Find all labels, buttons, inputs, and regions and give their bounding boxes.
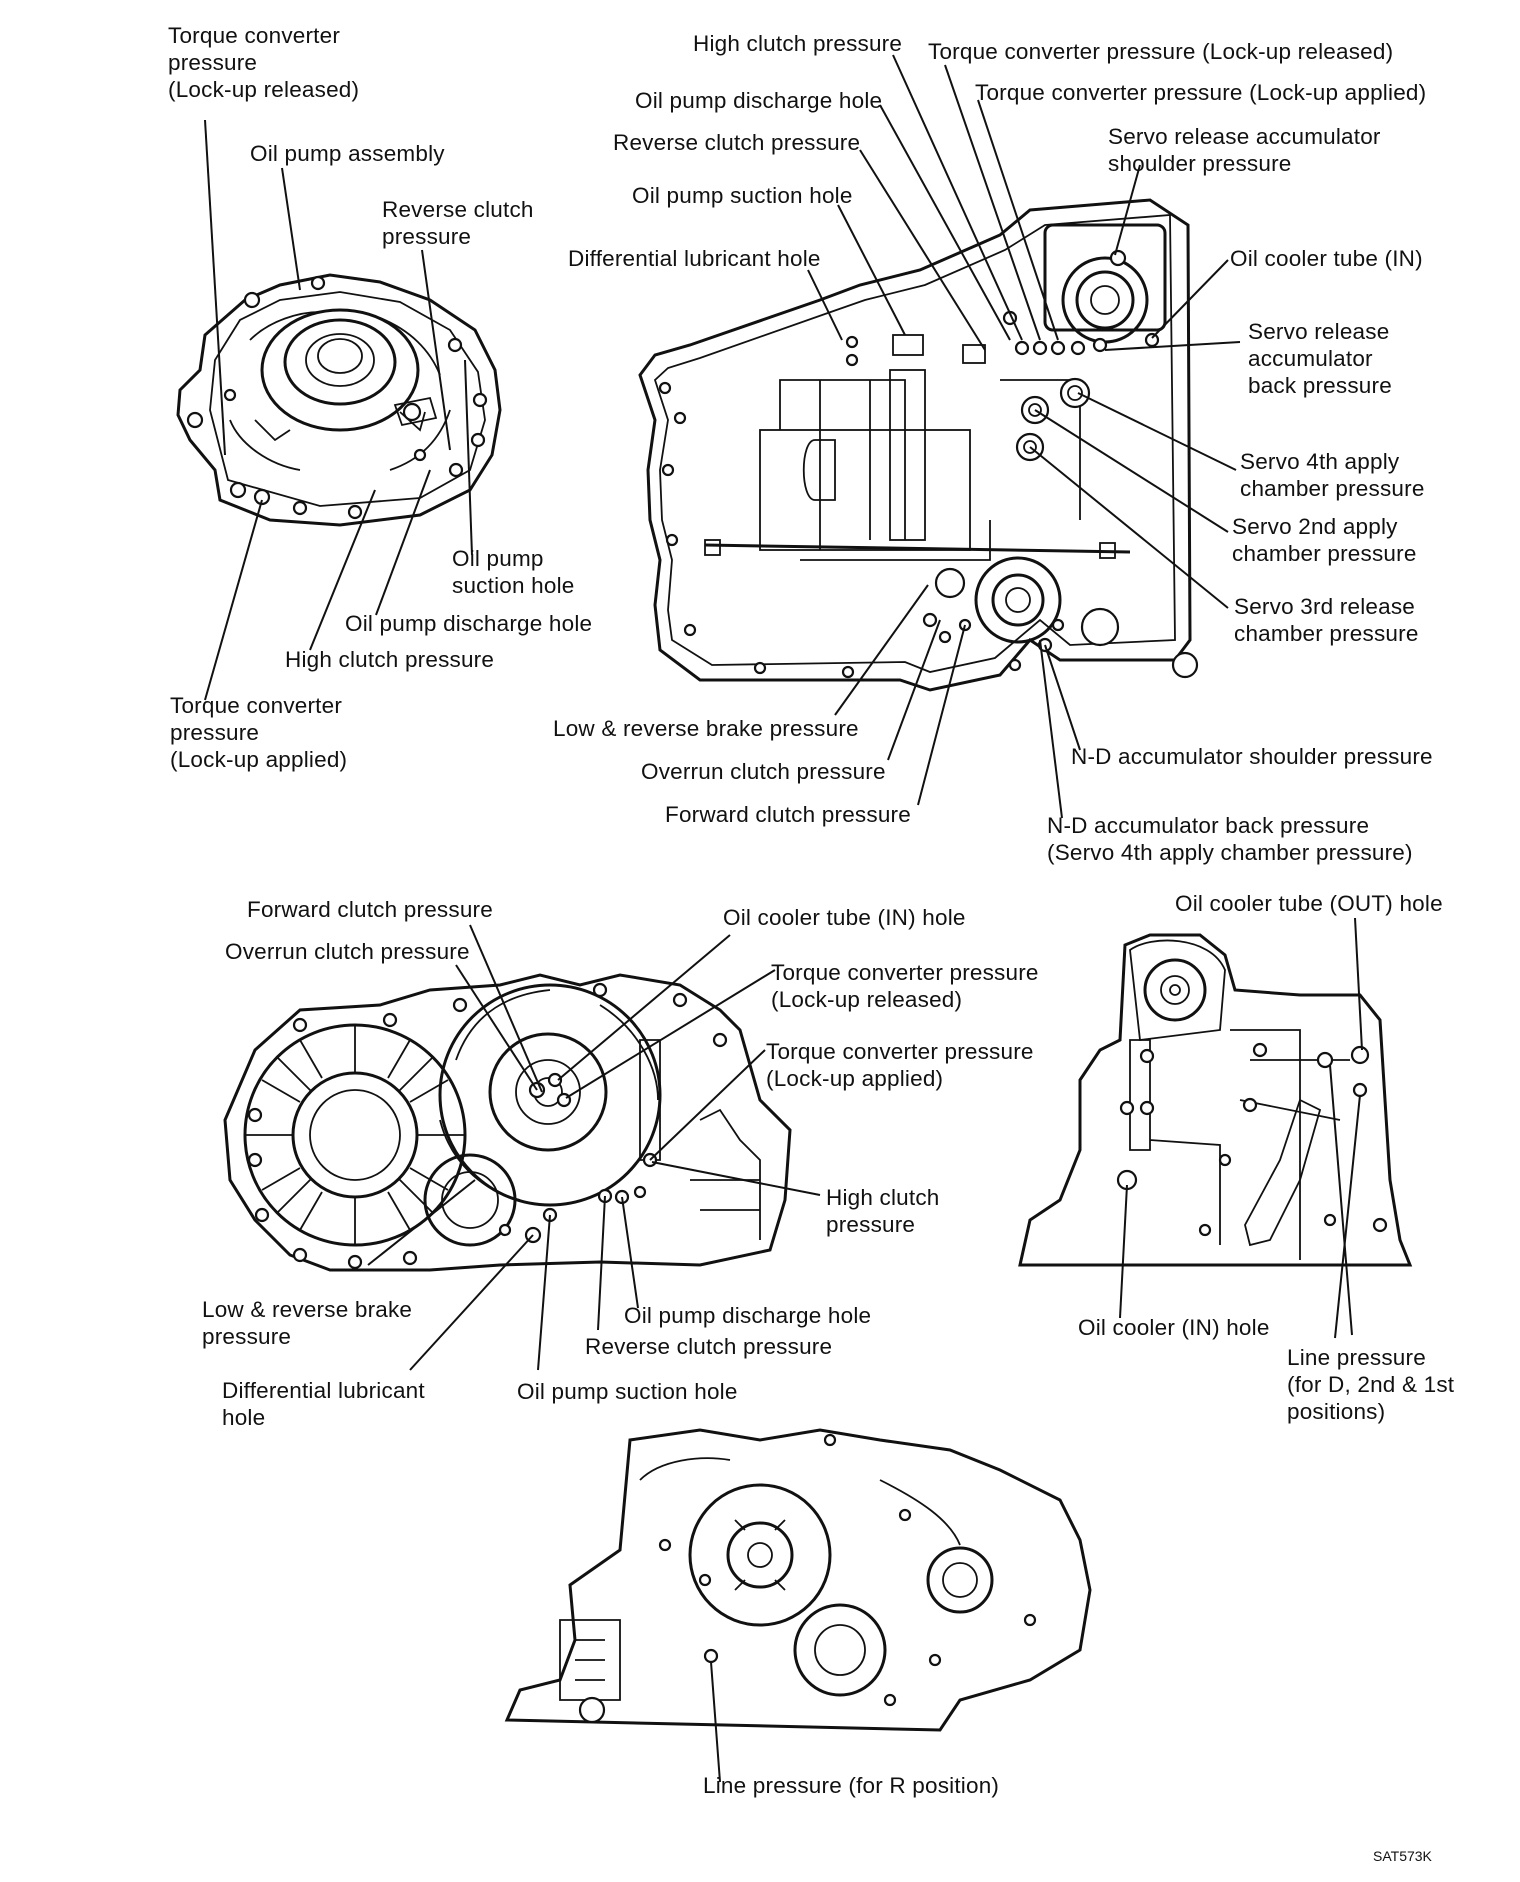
case-bottom-line-r-label: Line pressure (for R position) (703, 1773, 1000, 1798)
label-line: Differential lubricant (222, 1378, 425, 1403)
case-top-cooler-in-label: Oil cooler tube (IN) (1230, 246, 1423, 271)
case-front-suction-hole-label: Oil pump suction hole (517, 1379, 738, 1404)
label-line: Servo release accumulator (1108, 124, 1381, 149)
label-line: pressure (382, 224, 472, 249)
label-line: hole (222, 1405, 266, 1430)
label-line: Oil pump (452, 546, 544, 571)
label-line: chamber pressure (1240, 476, 1425, 501)
label-line: positions) (1287, 1399, 1386, 1424)
label-line: Line pressure (1287, 1345, 1426, 1370)
label-line: High clutch (826, 1185, 940, 1210)
label-line: (Lock-up released) (771, 987, 963, 1012)
figure-code: SAT573K (1373, 1848, 1432, 1864)
case-front-drawing (223, 973, 792, 1272)
case-front-high-clutch-label: High clutch pressure (826, 1184, 940, 1238)
pump-discharge-hole-label: Oil pump discharge hole (345, 611, 593, 636)
case-top-servo-4th-label: Servo 4th apply chamber pressure (1240, 448, 1425, 502)
case-top-nd-back-label: N-D accumulator back pressure (Servo 4th… (1047, 812, 1413, 866)
label-line: Torque converter pressure (771, 960, 1039, 985)
pump-oil-pump-assembly-label: Oil pump assembly (250, 141, 445, 166)
case-top-high-clutch-label: High clutch pressure (693, 31, 903, 56)
case-top-forward-label: Forward clutch pressure (665, 802, 911, 827)
label-line: Servo 2nd apply (1232, 514, 1398, 539)
label-line: shoulder pressure (1108, 151, 1292, 176)
case-front-overrun-label: Overrun clutch pressure (225, 939, 470, 964)
pump-high-clutch-label: High clutch pressure (285, 647, 495, 672)
label-line: back pressure (1248, 373, 1392, 398)
label-line: (Servo 4th apply chamber pressure) (1047, 840, 1413, 865)
case-front-cooler-in-hole-label: Oil cooler tube (IN) hole (723, 905, 966, 930)
case-top-drawing (638, 198, 1199, 692)
case-top-suction-hole-label: Oil pump suction hole (632, 183, 853, 208)
label-line: Servo 4th apply (1240, 449, 1400, 474)
case-front-discharge-hole-label: Oil pump discharge hole (624, 1303, 872, 1328)
case-top-reverse-clutch-label: Reverse clutch pressure (613, 130, 861, 155)
label-line: (Lock-up applied) (766, 1066, 944, 1091)
case-top-tc-applied-label: Torque converter pressure (Lock-up appli… (975, 80, 1427, 105)
label-line: N-D accumulator back pressure (1047, 813, 1370, 838)
pump-tc-applied-label: Torque converter pressure (Lock-up appli… (170, 692, 347, 773)
case-top-tc-released-label: Torque converter pressure (Lock-up relea… (928, 39, 1394, 64)
case-top-low-reverse-label: Low & reverse brake pressure (553, 716, 859, 741)
case-top-servo-release-back-label: Servo release accumulator back pressure (1248, 318, 1392, 399)
case-side-cooler-out-label: Oil cooler tube (OUT) hole (1175, 891, 1443, 916)
oil-pump-assembly-drawing (176, 273, 502, 527)
label-line: Torque converter (170, 693, 343, 718)
case-side-line-d-label: Line pressure (for D, 2nd & 1st position… (1287, 1344, 1454, 1425)
label-line: Servo 3rd release (1234, 594, 1415, 619)
label-line: accumulator (1248, 346, 1373, 371)
case-top-overrun-label: Overrun clutch pressure (641, 759, 886, 784)
case-front-forward-label: Forward clutch pressure (247, 897, 493, 922)
label-line: (Lock-up applied) (170, 747, 348, 772)
pump-tc-released-label: Torque converter pressure (Lock-up relea… (168, 22, 359, 103)
case-top-servo-2nd-label: Servo 2nd apply chamber pressure (1232, 513, 1417, 567)
case-top-servo-3rd-label: Servo 3rd release chamber pressure (1234, 593, 1419, 647)
label-line: Torque converter (168, 23, 341, 48)
case-front-low-reverse-label: Low & reverse brake pressure (202, 1296, 412, 1350)
case-top-nd-shoulder-label: N-D accumulator shoulder pressure (1071, 744, 1433, 769)
pump-reverse-clutch-label: Reverse clutch pressure (382, 196, 534, 250)
case-front-tc-released-label: Torque converter pressure (Lock-up relea… (771, 959, 1039, 1013)
label-line: chamber pressure (1232, 541, 1417, 566)
case-top-discharge-hole-label: Oil pump discharge hole (635, 88, 883, 113)
label-line: pressure (826, 1212, 916, 1237)
label-line: chamber pressure (1234, 621, 1419, 646)
label-line: pressure (202, 1324, 292, 1349)
label-line: Reverse clutch (382, 197, 534, 222)
case-bottom-drawing (504, 1428, 1092, 1732)
label-line: Low & reverse brake (202, 1297, 413, 1322)
label-line: Torque converter pressure (766, 1039, 1034, 1064)
case-front-tc-applied-label: Torque converter pressure (Lock-up appli… (766, 1038, 1034, 1092)
case-side-cooler-in-label: Oil cooler (IN) hole (1078, 1315, 1270, 1340)
case-front-reverse-clutch-label: Reverse clutch pressure (585, 1334, 833, 1359)
label-line: pressure (168, 50, 258, 75)
pump-suction-hole-label: Oil pump suction hole (452, 545, 574, 599)
case-top-servo-release-shoulder-label: Servo release accumulator shoulder press… (1108, 123, 1381, 177)
label-line: pressure (170, 720, 260, 745)
label-line: (for D, 2nd & 1st (1287, 1372, 1455, 1397)
case-top-diff-lube-label: Differential lubricant hole (568, 246, 821, 271)
case-front-diff-lube-label: Differential lubricant hole (222, 1377, 425, 1431)
label-line: Servo release (1248, 319, 1390, 344)
label-line: suction hole (452, 573, 575, 598)
label-line: (Lock-up released) (168, 77, 360, 102)
case-side-drawing (1018, 933, 1413, 1267)
